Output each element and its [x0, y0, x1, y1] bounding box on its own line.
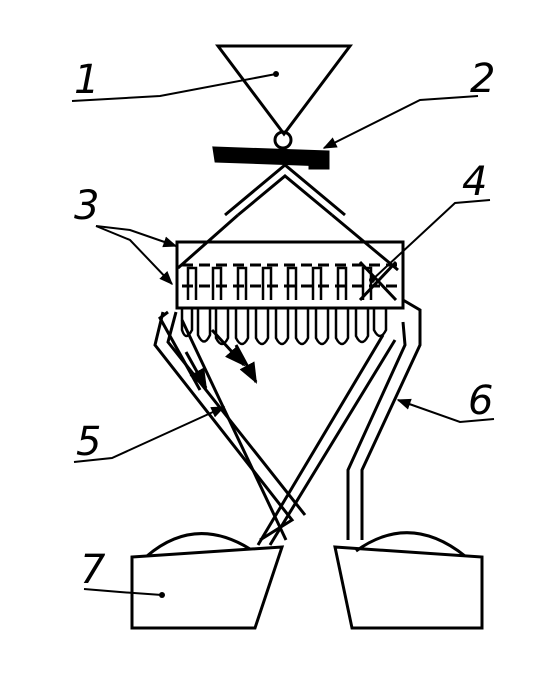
spreader-chevron-inner	[237, 174, 333, 217]
leader-7	[83, 588, 163, 596]
comb-teeth	[180, 308, 388, 346]
label-feeder: 2	[470, 56, 495, 102]
flow-arrow-3	[184, 351, 208, 390]
right-chute-cross-inner	[256, 334, 385, 546]
leader-3a	[95, 225, 178, 248]
right-chute-cross	[268, 339, 397, 546]
left-chute-lower	[158, 310, 202, 391]
leader-1	[71, 73, 277, 102]
spreader-chevron	[224, 163, 346, 217]
label-chute-right: 6	[468, 378, 493, 424]
right-bin-pile	[355, 531, 466, 558]
right-chute-inner	[346, 321, 407, 540]
flow-line-left	[177, 213, 239, 270]
deflector-diag-b	[358, 260, 398, 302]
flow-arrow-2	[234, 344, 258, 384]
right-bin	[333, 545, 484, 630]
feed-hopper	[215, 44, 353, 137]
leader-6	[396, 398, 495, 424]
feed-plate-lip	[308, 150, 330, 170]
left-bin	[130, 545, 285, 630]
label-hopper: 1	[74, 57, 99, 103]
leader-2	[322, 95, 479, 149]
left-bin-pile	[146, 532, 251, 558]
left-chute-inner	[166, 311, 307, 516]
screen-box	[175, 240, 405, 310]
feed-roller	[273, 130, 293, 150]
label-bins: 7	[80, 547, 106, 593]
leader-3b	[95, 225, 173, 286]
label-chute-left: 5	[76, 419, 101, 465]
flow-line-right	[331, 213, 399, 272]
label-screen: 3	[74, 183, 99, 229]
leader-5	[73, 406, 226, 463]
label-deflector: 4	[462, 159, 487, 205]
flow-arrow-1	[210, 328, 246, 367]
leader-4	[371, 199, 491, 281]
right-chute-outer	[360, 298, 422, 540]
screen-pockets	[186, 266, 373, 300]
left-chute-wall	[180, 319, 288, 541]
left-chute-outer	[153, 311, 295, 542]
